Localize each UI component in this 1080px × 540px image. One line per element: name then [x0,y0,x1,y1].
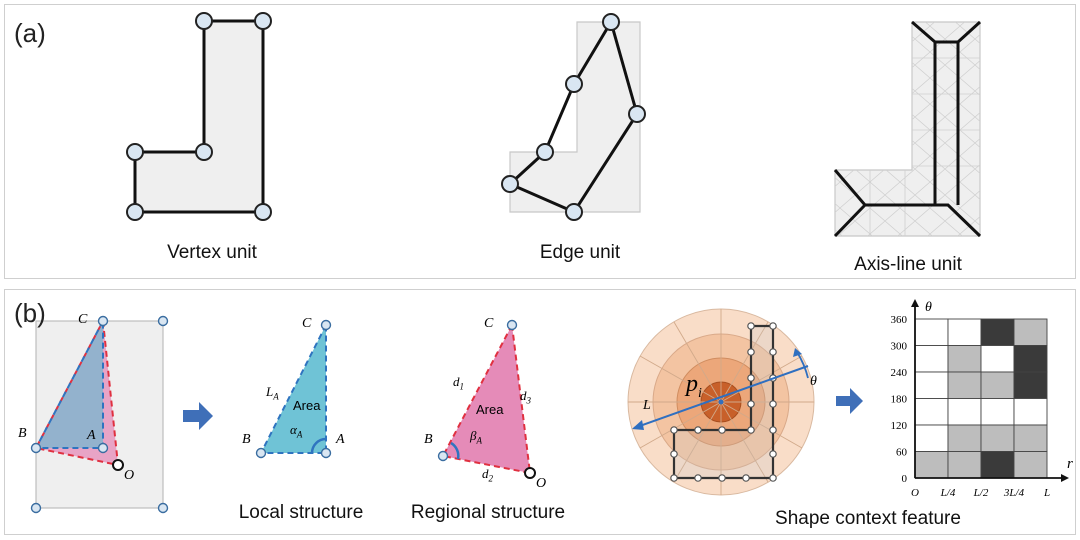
point-label-a: A [87,428,96,443]
y-tick-label: 120 [891,420,908,432]
histogram-cell [947,371,982,399]
local-point-c: C [302,316,312,331]
vertex-node [254,12,272,30]
histogram-cell [1013,398,1048,426]
regional-point-b: B [424,432,433,447]
polar-center-label: pi [686,371,702,401]
histogram-cell [914,398,949,426]
x-tick-label: O [911,487,919,499]
local-structure-caption: Local structure [238,502,364,523]
vertex-unit-shape [126,12,272,221]
regional-d2-label: d2 [482,466,493,484]
vertex-node [254,203,272,221]
regional-d3-label: d3 [520,388,531,406]
local-angle-label: αA [290,422,303,440]
panel-a-label: (a) [14,18,46,48]
regional-point-c: C [484,316,494,331]
panel-b-label: (b) [14,298,46,328]
shape-context-caption: Shape context feature [775,508,961,529]
edge-node [565,203,583,221]
regional-d1-label: d1 [453,374,464,392]
regional-area-label: Area [476,402,504,417]
vertex-node [195,143,213,161]
x-tick-label: 3L/4 [1003,487,1025,499]
edge-unit-caption: Edge unit [539,242,621,263]
x-tick-label: L/4 [940,487,956,499]
histogram-cell [947,424,982,452]
shape-context-diagram [627,308,815,496]
histogram-cell [914,451,949,479]
point-label-o: O [124,468,135,483]
histogram-cell [980,424,1015,452]
regional-structure-triangle [437,319,536,479]
y-tick-label: 0 [902,473,908,485]
x-tick-label: L/2 [973,487,989,499]
edge-node [501,175,519,193]
histogram-cell [914,318,949,346]
local-side-label: LA [266,384,279,402]
local-structure-triangle [255,319,332,459]
histogram-cell [947,345,982,373]
regional-structure-caption: Regional structure [410,502,566,523]
y-tick-label: 360 [891,314,908,326]
histogram-cell [914,371,949,399]
arrow-icon [183,402,213,430]
y-tick-label: 180 [891,394,908,406]
histogram-cell [980,318,1015,346]
histogram-cell [980,451,1015,479]
y-axis-label: θ [925,300,932,315]
arrow-icon [836,388,863,414]
histogram-cell [914,424,949,452]
histogram-axes [914,305,1063,479]
histogram-cell [1013,345,1048,373]
edge-node [536,143,554,161]
histogram-cell [1013,371,1048,399]
y-tick-label: 60 [896,447,908,459]
y-tick-label: 300 [891,341,908,353]
edge-unit-shape [501,13,646,221]
y-axis-arrow [911,299,919,307]
local-point-b: B [242,432,251,447]
histogram-cell [1013,318,1048,346]
histogram-cell [980,398,1015,426]
x-axis-label: r [1067,456,1073,472]
point-label-b: B [18,426,27,441]
local-point-a: A [336,432,345,447]
vertex-node [126,143,144,161]
x-axis-arrow [1061,474,1069,482]
panel-b [4,289,1076,535]
histogram-cell [947,318,982,346]
axis-line-unit-caption: Axis-line unit [854,254,962,275]
regional-point-o: O [536,476,547,491]
histogram-cell [980,345,1015,373]
y-tick-label: 240 [891,367,908,379]
polar-theta-label: θ [810,374,817,389]
histogram-cell [1013,424,1048,452]
edge-node [602,13,620,31]
vertex-unit-caption: Vertex unit [167,242,257,263]
axis-line-unit-shape [833,20,982,238]
vertex-node [126,203,144,221]
local-area-label: Area [293,398,321,413]
x-tick-label: L [1043,487,1050,499]
histogram-cell [914,345,949,373]
local-region-shape [30,315,169,514]
point-label-c: C [78,312,88,327]
regional-angle-label: βA [470,428,482,446]
histogram-cell [947,398,982,426]
histogram-cell [980,371,1015,399]
histogram-cell [1013,451,1048,479]
polar-radius-label: L [643,398,651,413]
histogram-cell [947,451,982,479]
edge-node [628,105,646,123]
vertex-node [195,12,213,30]
edge-node [565,75,583,93]
